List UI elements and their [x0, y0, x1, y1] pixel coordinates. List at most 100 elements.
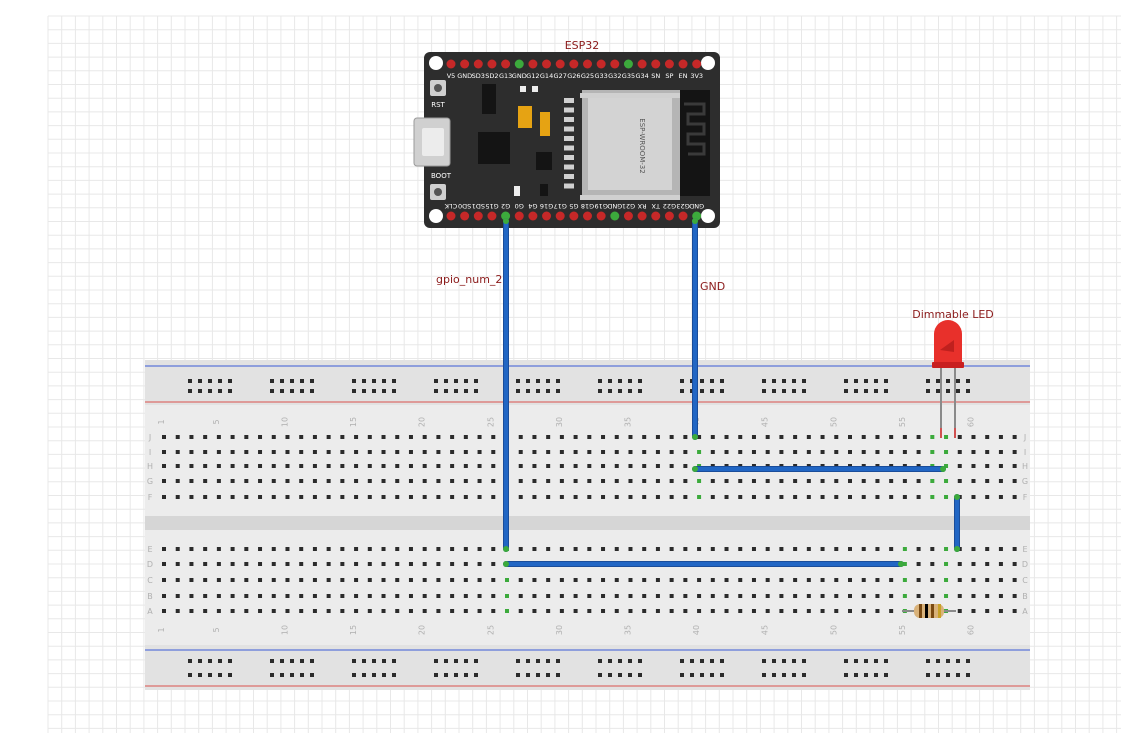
breadboard-hole[interactable] — [601, 547, 606, 551]
breadboard-hole[interactable] — [408, 562, 413, 566]
breadboard-hole[interactable] — [998, 547, 1003, 551]
breadboard-hole[interactable] — [477, 495, 482, 499]
rail-hole[interactable] — [188, 659, 192, 663]
breadboard-hole[interactable] — [381, 578, 386, 582]
rail-hole[interactable] — [392, 659, 396, 663]
breadboard-hole[interactable] — [381, 562, 386, 566]
breadboard-hole[interactable] — [408, 464, 413, 468]
rail-hole[interactable] — [792, 673, 796, 677]
breadboard-hole-connected[interactable] — [902, 547, 907, 551]
breadboard-hole[interactable] — [957, 578, 962, 582]
breadboard-hole[interactable] — [216, 495, 221, 499]
breadboard-hole[interactable] — [189, 464, 194, 468]
breadboard-hole[interactable] — [971, 495, 976, 499]
rail-hole[interactable] — [854, 673, 858, 677]
rail-hole[interactable] — [608, 673, 612, 677]
breadboard-hole[interactable] — [875, 547, 880, 551]
rail-hole[interactable] — [884, 379, 888, 383]
breadboard-hole[interactable] — [930, 578, 935, 582]
rail-hole[interactable] — [966, 673, 970, 677]
breadboard-hole[interactable] — [683, 495, 688, 499]
breadboard-hole[interactable] — [683, 435, 688, 439]
rail-hole[interactable] — [710, 389, 714, 393]
breadboard-hole[interactable] — [258, 594, 263, 598]
rail-hole[interactable] — [454, 673, 458, 677]
breadboard-hole[interactable] — [216, 609, 221, 613]
breadboard-hole[interactable] — [244, 464, 249, 468]
breadboard-hole[interactable] — [998, 578, 1003, 582]
breadboard-hole[interactable] — [189, 562, 194, 566]
rail-hole[interactable] — [926, 389, 930, 393]
breadboard-hole[interactable] — [806, 578, 811, 582]
breadboard-hole-connected[interactable] — [944, 594, 949, 598]
breadboard-hole[interactable] — [230, 450, 235, 454]
breadboard-hole[interactable] — [230, 479, 235, 483]
breadboard-hole[interactable] — [463, 495, 468, 499]
breadboard-hole[interactable] — [299, 450, 304, 454]
breadboard-hole[interactable] — [354, 479, 359, 483]
breadboard-hole[interactable] — [573, 435, 578, 439]
breadboard-hole[interactable] — [985, 479, 990, 483]
rail-hole[interactable] — [218, 673, 222, 677]
rail-hole[interactable] — [352, 659, 356, 663]
rail-hole[interactable] — [444, 389, 448, 393]
rail-hole[interactable] — [926, 673, 930, 677]
breadboard-hole[interactable] — [559, 464, 564, 468]
breadboard-hole[interactable] — [271, 450, 276, 454]
breadboard-hole[interactable] — [285, 450, 290, 454]
breadboard-hole[interactable] — [367, 479, 372, 483]
rail-hole[interactable] — [638, 673, 642, 677]
rail-hole[interactable] — [434, 673, 438, 677]
rail-hole[interactable] — [700, 673, 704, 677]
breadboard-hole[interactable] — [998, 562, 1003, 566]
rail-hole[interactable] — [392, 673, 396, 677]
breadboard-hole[interactable] — [697, 547, 702, 551]
esp32-pin-bottom[interactable] — [501, 211, 511, 221]
breadboard-hole[interactable] — [546, 495, 551, 499]
breadboard-hole[interactable] — [518, 594, 523, 598]
breadboard-hole[interactable] — [573, 578, 578, 582]
breadboard-hole[interactable] — [354, 578, 359, 582]
rail-hole[interactable] — [300, 659, 304, 663]
rail-hole[interactable] — [946, 389, 950, 393]
breadboard-hole[interactable] — [889, 435, 894, 439]
breadboard-hole[interactable] — [971, 435, 976, 439]
breadboard-hole[interactable] — [1012, 609, 1017, 613]
breadboard-hole[interactable] — [532, 594, 537, 598]
breadboard-hole-connected[interactable] — [944, 464, 949, 468]
breadboard-hole[interactable] — [162, 479, 166, 483]
breadboard-hole[interactable] — [765, 547, 770, 551]
breadboard-hole[interactable] — [834, 609, 839, 613]
breadboard-hole-connected[interactable] — [944, 562, 949, 566]
breadboard-hole[interactable] — [751, 594, 756, 598]
esp32-pin-bottom[interactable] — [555, 211, 565, 221]
breadboard-hole[interactable] — [162, 594, 166, 598]
breadboard-hole[interactable] — [477, 435, 482, 439]
rail-hole[interactable] — [300, 389, 304, 393]
breadboard-hole[interactable] — [340, 495, 345, 499]
breadboard-hole[interactable] — [861, 594, 866, 598]
breadboard-hole[interactable] — [230, 562, 235, 566]
breadboard-hole[interactable] — [285, 495, 290, 499]
breadboard-hole[interactable] — [834, 479, 839, 483]
rail-hole[interactable] — [680, 673, 684, 677]
breadboard-hole[interactable] — [340, 479, 345, 483]
rail-hole[interactable] — [700, 659, 704, 663]
breadboard-hole-connected[interactable] — [505, 578, 509, 582]
esp32-pin-top[interactable] — [555, 59, 565, 69]
breadboard-hole[interactable] — [491, 464, 496, 468]
breadboard-hole[interactable] — [916, 594, 921, 598]
rail-hole[interactable] — [874, 673, 878, 677]
breadboard-hole[interactable] — [834, 578, 839, 582]
breadboard-hole[interactable] — [806, 435, 811, 439]
breadboard-hole[interactable] — [614, 578, 619, 582]
breadboard-hole[interactable] — [669, 450, 674, 454]
breadboard-hole[interactable] — [669, 435, 674, 439]
breadboard-hole-connected[interactable] — [902, 594, 907, 598]
breadboard-hole[interactable] — [299, 609, 304, 613]
rail-hole[interactable] — [854, 389, 858, 393]
breadboard-hole[interactable] — [985, 435, 990, 439]
breadboard-hole[interactable] — [861, 609, 866, 613]
breadboard-hole[interactable] — [834, 594, 839, 598]
breadboard-hole[interactable] — [203, 495, 208, 499]
